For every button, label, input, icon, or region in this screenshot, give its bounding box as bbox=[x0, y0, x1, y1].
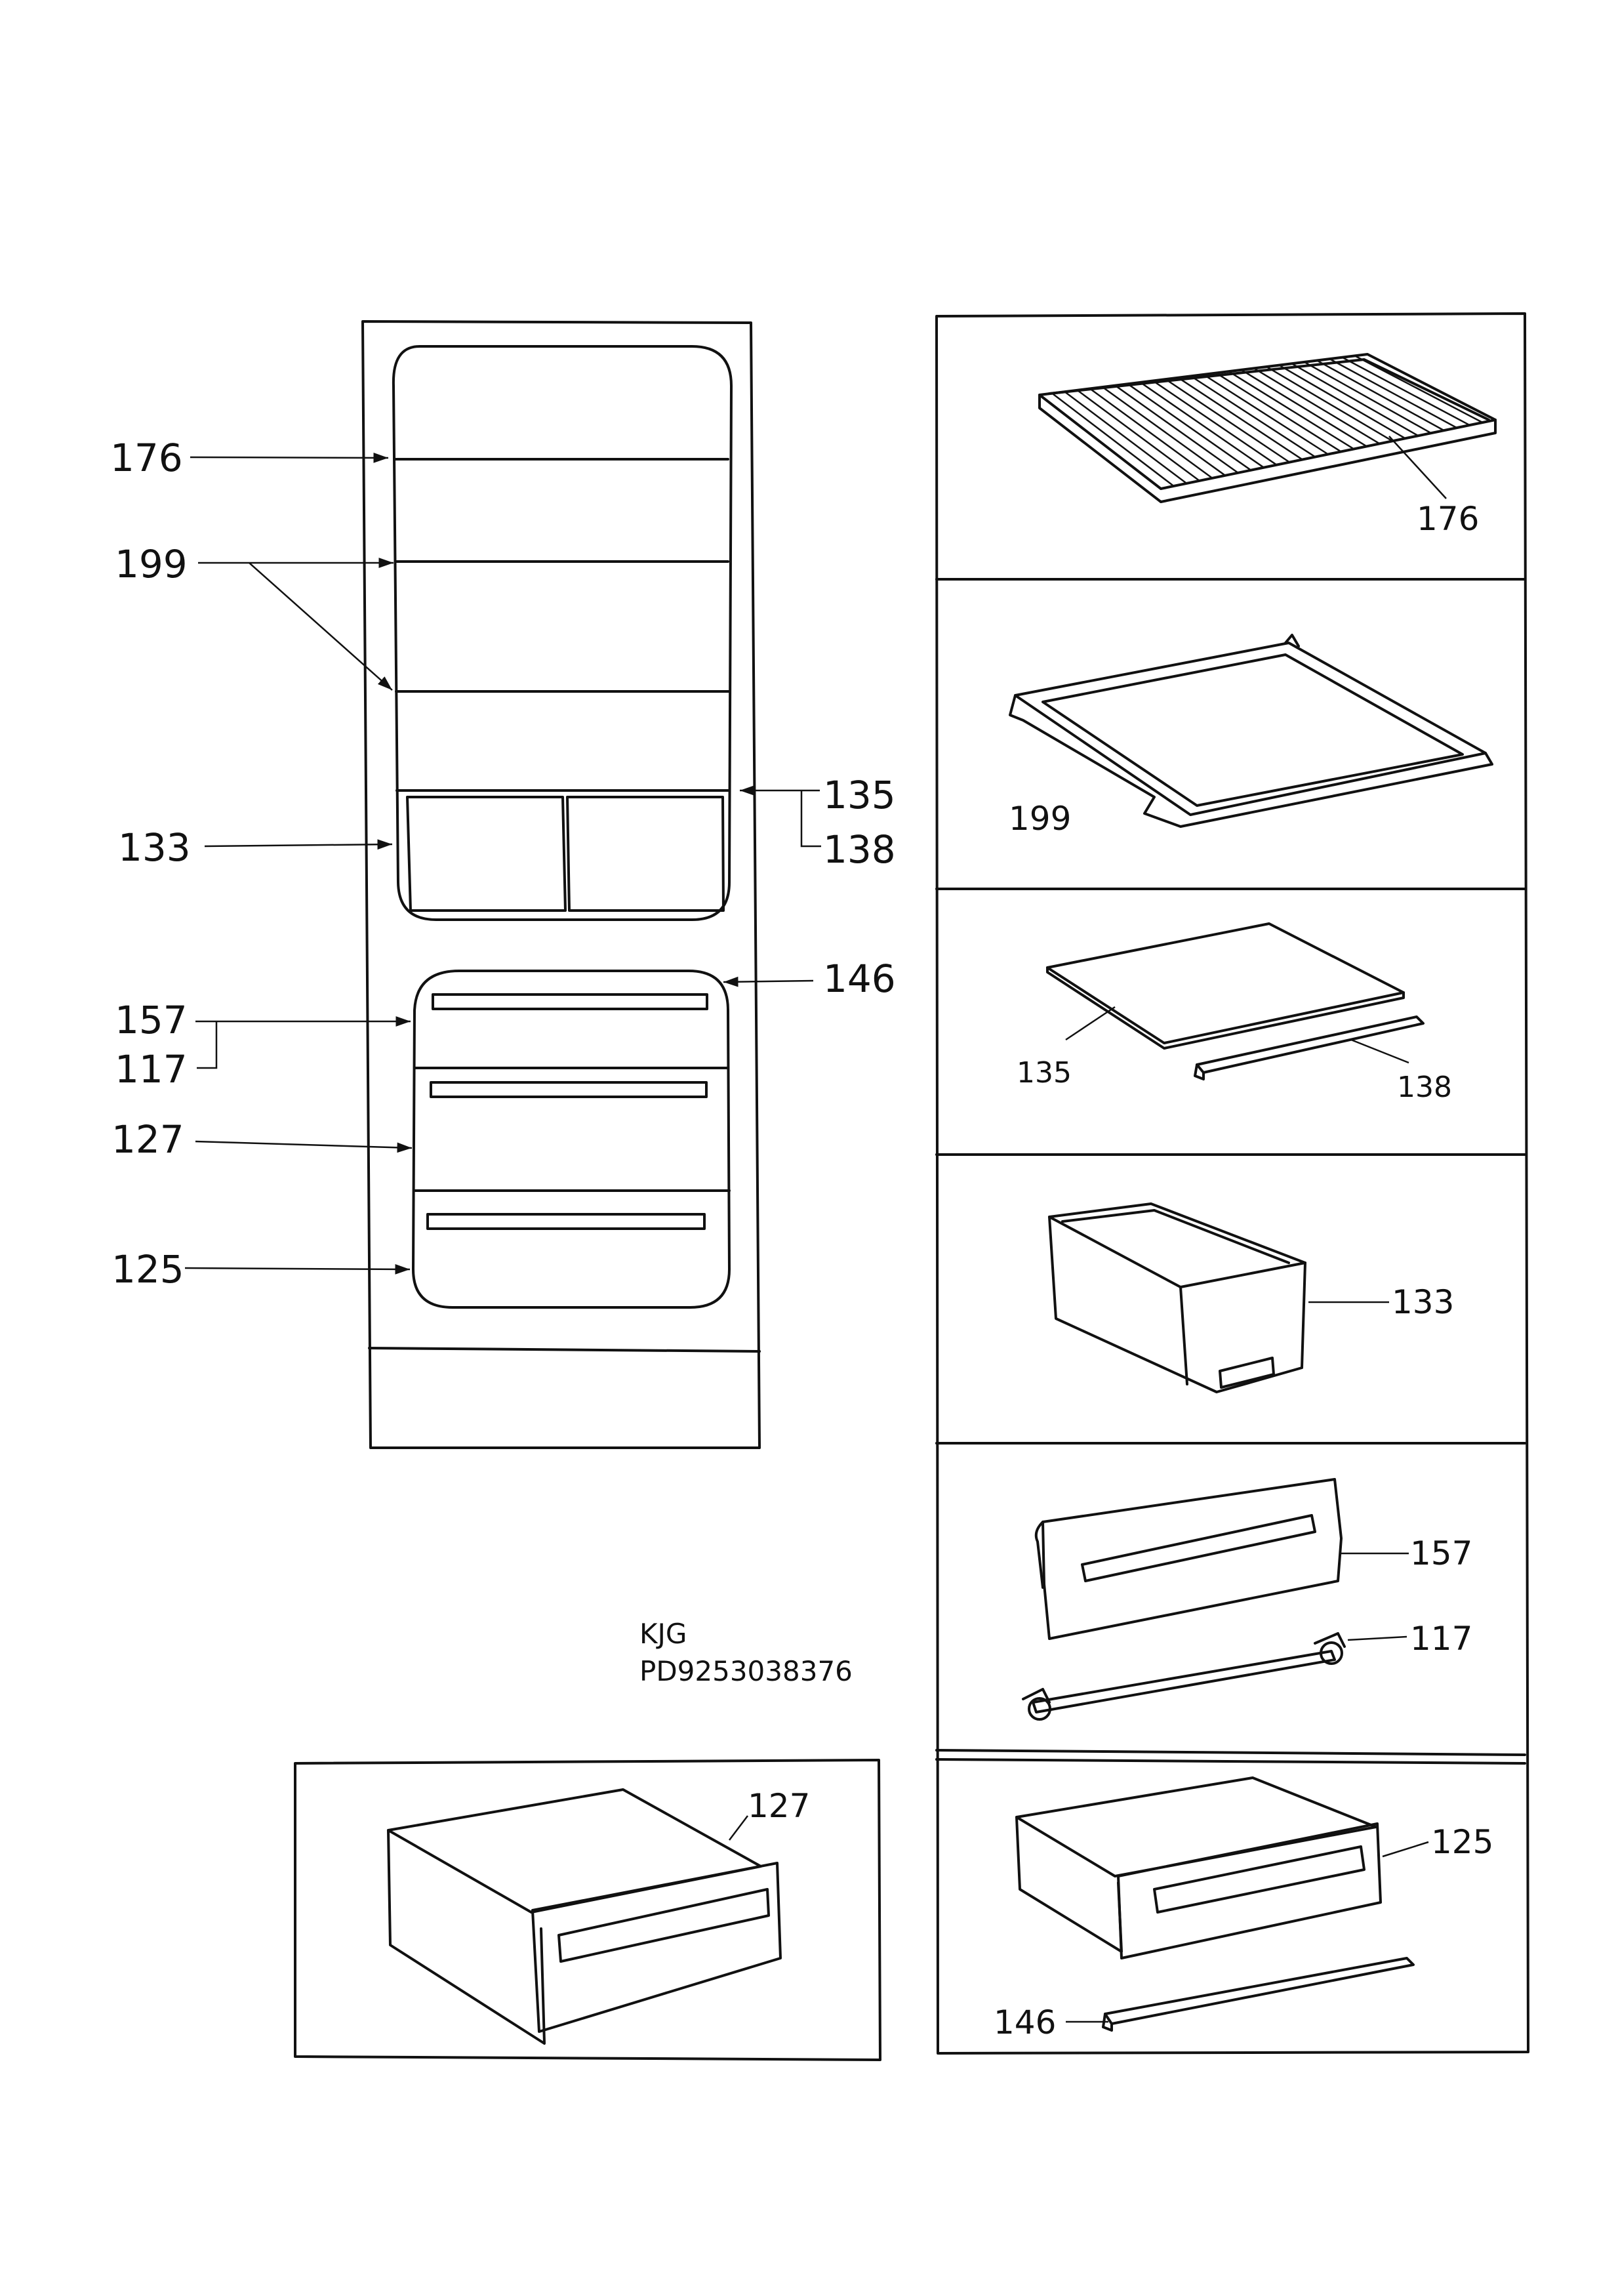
overview-label-138: 138 bbox=[823, 827, 896, 872]
wire-rib bbox=[1266, 366, 1393, 442]
part-label-199: 199 bbox=[1009, 800, 1071, 838]
part-117-hinge-bar bbox=[1022, 1632, 1407, 1721]
wire-rib bbox=[1190, 375, 1316, 458]
part-146-drawer-strip bbox=[1066, 1957, 1415, 2032]
wire-rib bbox=[1329, 358, 1457, 429]
wire-rib bbox=[1114, 384, 1239, 474]
wire-rib bbox=[1127, 383, 1252, 471]
part-138-front-strip bbox=[1194, 1015, 1425, 1080]
part-157-freezer-flap bbox=[1034, 1478, 1409, 1640]
wire-rib bbox=[1076, 389, 1200, 482]
right-panels bbox=[935, 312, 1529, 2055]
wire-rib bbox=[1341, 356, 1470, 426]
part-127-drawer bbox=[294, 1759, 881, 2061]
part-176-wire-shelf bbox=[1038, 353, 1497, 503]
part-label-157: 157 bbox=[1410, 1534, 1472, 1572]
wire-rib bbox=[1102, 386, 1226, 476]
wire-rib bbox=[1177, 377, 1303, 461]
overview-label-146: 146 bbox=[823, 956, 896, 1001]
wire-rib bbox=[1039, 394, 1162, 489]
part-label-117: 117 bbox=[1410, 1620, 1472, 1658]
wire-rib bbox=[1367, 353, 1496, 421]
part-199-shelf-frame bbox=[1009, 634, 1493, 828]
part-135-glass-plate bbox=[1046, 922, 1405, 1050]
wire-rib bbox=[1064, 391, 1187, 484]
wire-rib bbox=[1253, 367, 1381, 445]
part-label-133: 133 bbox=[1392, 1283, 1454, 1321]
wire-rib bbox=[1354, 355, 1483, 424]
overview-label-135: 135 bbox=[823, 773, 896, 817]
overview-leaders bbox=[184, 453, 821, 1275]
product-number: PD9253038376 bbox=[639, 1655, 853, 1687]
part-125-freezer-drawer bbox=[1015, 1776, 1429, 1959]
wire-rib bbox=[1304, 361, 1432, 434]
wire-rib bbox=[1291, 363, 1419, 437]
overview-label-117: 117 bbox=[115, 1047, 188, 1092]
part-label-176: 176 bbox=[1417, 500, 1479, 538]
part-133-crisper-drawer bbox=[1048, 1202, 1389, 1393]
overview-label-133: 133 bbox=[118, 825, 191, 870]
wire-rib bbox=[1203, 373, 1329, 455]
wire-rib bbox=[1165, 379, 1290, 463]
part-labels: 176 199 135 138 133 157 117 127 125 146 bbox=[748, 500, 1493, 2041]
model-code: KJG bbox=[639, 1618, 687, 1650]
overview-label-127: 127 bbox=[111, 1117, 184, 1162]
overview-label-199: 199 bbox=[115, 542, 188, 586]
wire-rib bbox=[1278, 364, 1406, 440]
overview-label-157: 157 bbox=[115, 998, 188, 1042]
part-label-146: 146 bbox=[994, 2003, 1056, 2041]
wire-rib bbox=[1152, 380, 1278, 466]
cabinet-overview bbox=[361, 320, 761, 1449]
overview-label-125: 125 bbox=[111, 1247, 184, 1292]
overview-labels: 176 199 135 138 133 146 157 117 127 125 bbox=[110, 436, 896, 1292]
wire-rib bbox=[1316, 359, 1445, 432]
overview-label-176: 176 bbox=[110, 436, 183, 480]
part-label-125: 125 bbox=[1431, 1823, 1493, 1861]
wire-rib bbox=[1228, 371, 1354, 450]
wire-rib bbox=[1140, 381, 1264, 468]
wire-rib bbox=[1089, 388, 1213, 479]
model-info: KJG PD9253038376 bbox=[639, 1618, 853, 1687]
wire-rib bbox=[1241, 369, 1367, 447]
wire-rib bbox=[1051, 392, 1175, 487]
part-label-135: 135 bbox=[1017, 1056, 1072, 1090]
part-label-138: 138 bbox=[1397, 1071, 1452, 1104]
part-label-127: 127 bbox=[748, 1787, 810, 1825]
wire-rib bbox=[1215, 372, 1342, 453]
